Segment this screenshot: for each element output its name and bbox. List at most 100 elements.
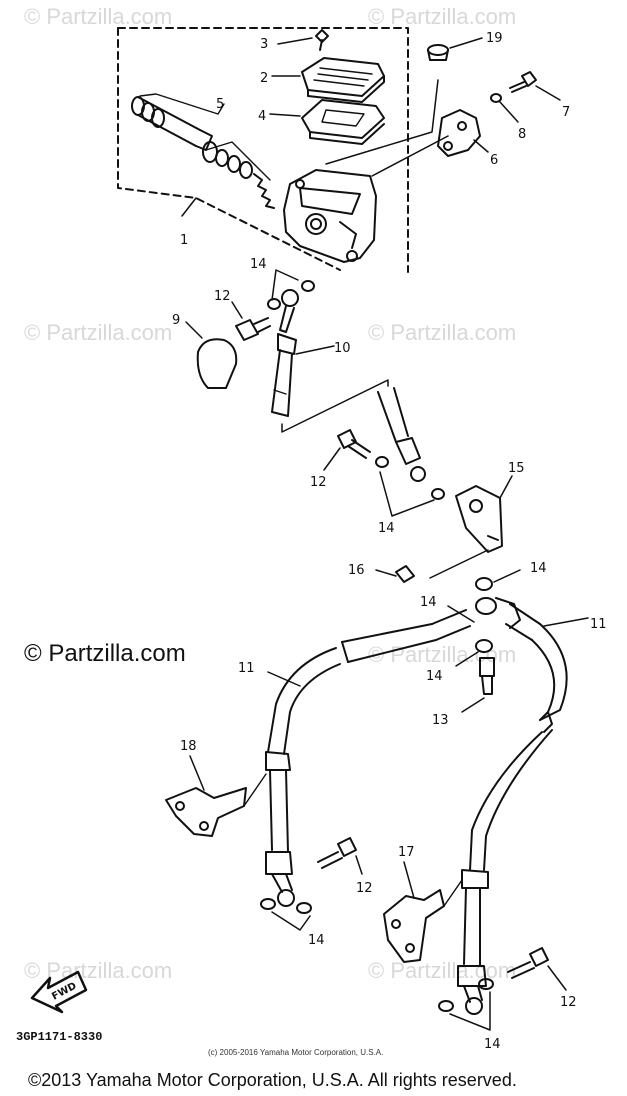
bolt-part xyxy=(479,657,495,695)
callout-10: 10 xyxy=(334,341,351,356)
washer-part xyxy=(490,93,502,103)
union-bolt-part xyxy=(337,429,371,459)
callout-8: 8 xyxy=(518,127,526,142)
diagram-part-code: 3GP1171-8330 xyxy=(16,1030,103,1044)
upper-brake-hose-part xyxy=(271,289,299,417)
copper-washer-part xyxy=(267,298,281,310)
piston-kit-part xyxy=(131,96,275,209)
leader-line xyxy=(449,37,483,49)
leader-line xyxy=(371,135,449,177)
footer-copyright-text: ©2013 Yamaha Motor Corporation, U.S.A. A… xyxy=(28,1070,517,1090)
callout-14: 14 xyxy=(530,561,547,576)
copper-washer-part xyxy=(431,488,445,500)
callout-11: 11 xyxy=(238,661,255,676)
reservoir-cap-part xyxy=(301,57,385,103)
bracket-part xyxy=(165,773,267,837)
leader-line xyxy=(493,569,521,583)
callout-2: 2 xyxy=(260,71,268,86)
leader-line xyxy=(473,139,489,153)
leader-line xyxy=(139,93,225,115)
copper-washer-part xyxy=(475,577,493,591)
callout-16: 16 xyxy=(348,563,365,578)
right-brake-hose-part xyxy=(457,623,568,1015)
watermark: © Partzilla.com xyxy=(24,4,173,29)
union-bolt-part xyxy=(317,837,357,869)
bolt-part xyxy=(375,565,415,583)
leader-line xyxy=(277,37,313,45)
leader-line xyxy=(267,671,301,687)
callout-3: 3 xyxy=(260,37,268,52)
leader-line xyxy=(231,301,243,319)
callout-12: 12 xyxy=(356,881,373,896)
master-cylinder-body-part xyxy=(283,169,377,263)
leader-line xyxy=(547,965,567,991)
leader-line xyxy=(205,141,271,181)
callout-19: 19 xyxy=(486,31,503,46)
assembly-outline xyxy=(117,27,409,273)
leader-line xyxy=(379,471,435,517)
screw-part xyxy=(315,29,329,51)
callout-12: 12 xyxy=(560,995,577,1010)
watermark: © Partzilla.com xyxy=(24,320,173,345)
leader-line xyxy=(181,197,197,217)
hose-fitting-part xyxy=(495,597,541,641)
cover-part xyxy=(196,338,238,389)
leader-line xyxy=(499,101,519,123)
leader-line xyxy=(185,321,203,339)
copper-washer-part xyxy=(260,898,276,910)
callout-6: 6 xyxy=(490,153,498,168)
watermark: © Partzilla.com xyxy=(368,320,517,345)
callout-15: 15 xyxy=(508,461,525,476)
diaphragm-part xyxy=(301,99,385,145)
copper-washer-part xyxy=(296,902,312,914)
copper-washer-part xyxy=(478,978,494,990)
leader-line xyxy=(325,79,439,165)
forward-arrow-icon: FWD xyxy=(30,970,88,1014)
callout-14: 14 xyxy=(426,669,443,684)
bung-part xyxy=(427,44,449,61)
leader-line xyxy=(455,651,479,667)
callout-9: 9 xyxy=(172,313,180,328)
leader-line xyxy=(355,855,363,875)
leader-line xyxy=(461,697,485,713)
copper-washer-part xyxy=(438,1000,454,1012)
small-copyright-text: (c) 2005-2016 Yamaha Motor Corporation, … xyxy=(208,1048,384,1057)
leader-line xyxy=(535,85,561,101)
callout-12: 12 xyxy=(310,475,327,490)
partzilla-brand-text: © Partzilla.com xyxy=(24,640,186,667)
callout-14: 14 xyxy=(420,595,437,610)
callout-14: 14 xyxy=(484,1037,501,1052)
watermark: © Partzilla.com xyxy=(368,958,517,983)
leader-line xyxy=(429,549,489,579)
three-way-joint-part xyxy=(455,485,503,553)
leader-line xyxy=(403,861,415,899)
bolt-part xyxy=(509,71,537,93)
holder-part xyxy=(437,109,481,157)
callout-labels: 3 2 4 5 1 19 7 8 6 14 12 9 10 12 14 15 1… xyxy=(172,31,607,1052)
callout-1: 1 xyxy=(180,233,188,248)
copper-washer-part xyxy=(375,456,389,468)
bracket-part xyxy=(383,879,463,963)
watermark: © Partzilla.com xyxy=(368,4,517,29)
union-bolt-part xyxy=(235,317,271,341)
leader-line xyxy=(269,113,301,117)
callout-12: 12 xyxy=(214,289,231,304)
leader-line xyxy=(447,605,475,623)
copper-washer-part xyxy=(301,280,315,292)
leader-line xyxy=(499,475,513,499)
callout-17: 17 xyxy=(398,845,415,860)
leader-line xyxy=(449,991,491,1031)
leader-line xyxy=(271,911,311,931)
callout-4: 4 xyxy=(258,109,266,124)
callout-18: 18 xyxy=(180,739,197,754)
leader-line xyxy=(543,617,589,627)
callout-14: 14 xyxy=(378,521,395,536)
leader-line xyxy=(189,755,205,791)
leader-line xyxy=(323,447,341,471)
copper-washer-part xyxy=(475,639,493,653)
leader-line xyxy=(295,345,335,355)
callout-13: 13 xyxy=(432,713,449,728)
leader-line xyxy=(271,269,299,301)
